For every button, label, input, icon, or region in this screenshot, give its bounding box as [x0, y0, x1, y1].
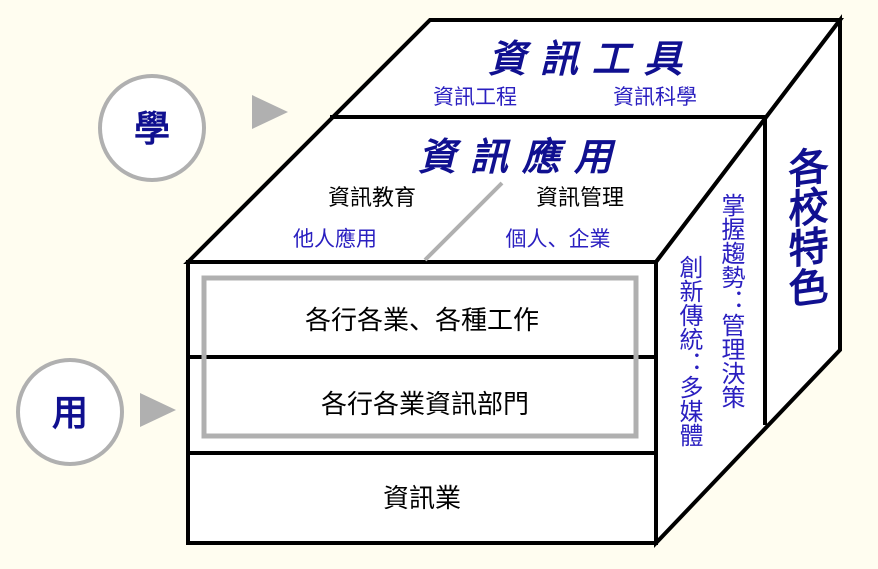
- side-school-features: 各校特色: [781, 144, 828, 311]
- tools-item-engineering: 資訊工程: [433, 85, 517, 109]
- cube-front-face: [186, 260, 658, 545]
- use-arrow-icon: [140, 393, 176, 427]
- application-personal-enterprise: 個人、企業: [506, 227, 611, 251]
- application-education: 資訊教育: [328, 186, 416, 211]
- application-title: 資訊應用: [418, 135, 626, 179]
- side-trends-management: 掌握趨勢：管理決策: [717, 193, 745, 409]
- learn-label: 學: [134, 109, 170, 150]
- side-innovation-multimedia: 創新傳統：多媒體: [675, 255, 703, 447]
- front-row-all-industries: 各行各業、各種工作: [305, 306, 539, 336]
- tools-item-science: 資訊科學: [613, 85, 697, 109]
- application-others: 他人應用: [293, 227, 377, 251]
- use-label: 用: [52, 393, 88, 434]
- learn-circle: [98, 74, 206, 182]
- front-row-it-departments: 各行各業資訊部門: [321, 390, 529, 420]
- use-label-group: 用: [16, 358, 176, 466]
- application-management: 資訊管理: [536, 186, 624, 211]
- learn-label-group: 學: [98, 74, 288, 182]
- learn-arrow-icon: [252, 95, 288, 129]
- application-divider: [423, 181, 504, 262]
- front-row-it-industry: 資訊業: [383, 484, 461, 514]
- tools-title: 資訊工具: [488, 37, 696, 81]
- use-circle: [16, 358, 124, 466]
- gray-highlight-box: [201, 275, 639, 439]
